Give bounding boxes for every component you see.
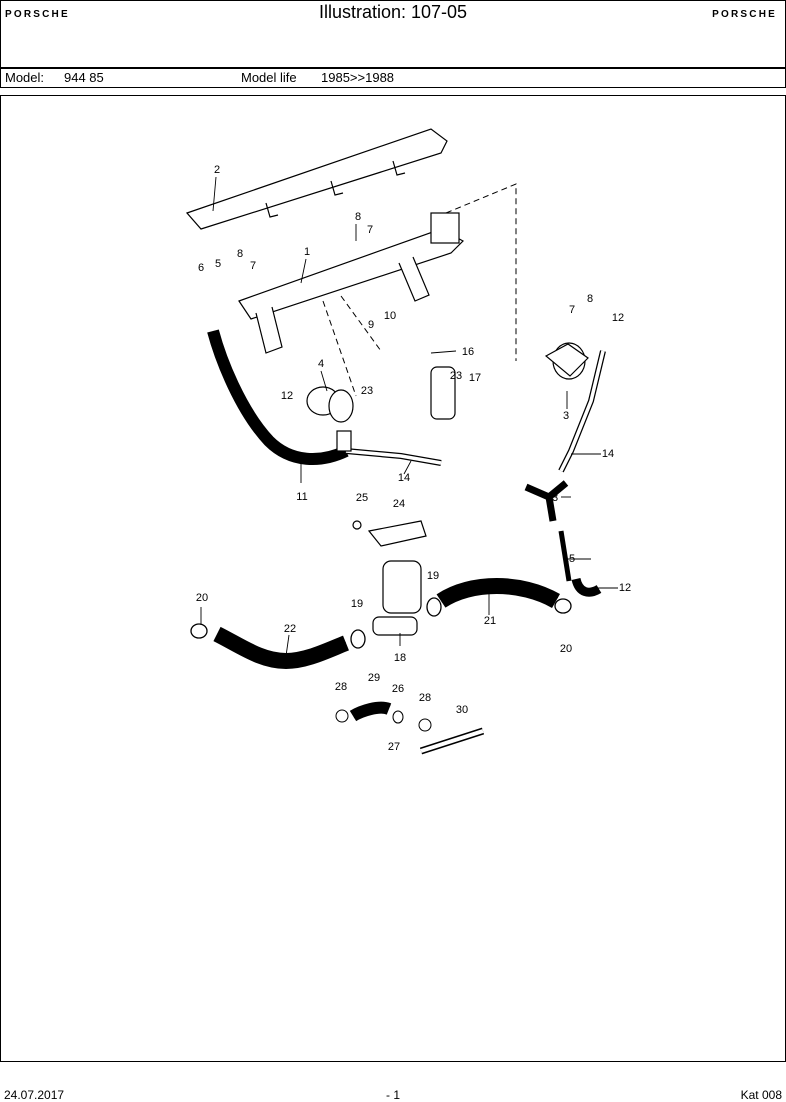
model-life-label: Model life [241,70,297,85]
pressure-regulator-part [306,386,354,452]
part-number-label: 12 [619,582,631,594]
model-value: 944 85 [64,70,104,85]
part-number-label: 29 [368,672,380,684]
part-number-label: 8 [587,293,593,305]
part-number-label: 2 [214,164,220,176]
footer-date: 24.07.2017 [4,1088,65,1102]
fuel-system-diagram: 1234567778889101112121213141415161718191… [185,128,631,755]
illustration-title: Illustration: 107-05 [318,2,468,22]
footer-page: - 1 [386,1088,401,1102]
part-number-label: 24 [393,498,405,510]
part-number-label: 19 [351,598,363,610]
part-number-label: 13 [546,492,558,504]
part-number-label: 9 [368,319,374,331]
part-number-label: 15 [563,553,575,565]
part-number-label: 30 [456,704,468,716]
part-number-label: 18 [394,652,406,664]
part-number-label: 28 [419,692,431,704]
part-number-label: 19 [427,570,439,582]
porsche-logo-left: PORSCHE [5,9,70,20]
part-number-label: 27 [388,741,400,753]
regulator-3-part [544,342,589,380]
part-number-label: 22 [284,623,296,635]
part-number-label: 16 [462,346,474,358]
part-number-label: 8 [355,211,361,223]
part-number-label: 3 [563,410,569,422]
part-number-label: 10 [384,310,396,322]
part-number-label: 23 [361,385,373,397]
part-number-label: 25 [356,492,368,504]
small-hose-set-part [335,701,485,755]
part-number-label: 6 [198,262,204,274]
porsche-logo-right: PORSCHE [712,9,777,20]
part-number-label: 11 [296,491,307,503]
fuel-rail-part [238,212,464,354]
bracket-part [352,520,427,547]
model-info-row: Model: 944 85 Model life 1985>>1988 [0,68,786,88]
part-number-label: 21 [484,615,496,627]
part-number-label: 7 [367,224,373,236]
illustration-header: PORSCHE Illustration: 107-05 PORSCHE [0,0,786,68]
part-number-label: 12 [281,390,293,402]
part-number-label: 12 [612,312,624,324]
air-hoses-part [213,578,560,670]
part-number-label: 20 [560,643,572,655]
part-number-label: 1 [304,246,310,258]
part-number-label: 28 [335,681,347,693]
fuel-hose-part [207,329,442,466]
rail-cover-part [185,128,448,230]
part-number-label: 14 [602,448,614,460]
model-label: Model: [5,70,45,85]
part-number-label: 7 [250,260,256,272]
model-life-value: 1985>>1988 [321,70,395,85]
idle-air-valve-part [372,560,422,636]
part-number-label: 20 [196,592,208,604]
injector-part [430,366,456,420]
part-number-label: 7 [569,304,575,316]
part-number-label: 8 [237,248,243,260]
part-number-label: 17 [469,372,481,384]
part-number-label: 23 [450,370,462,382]
part-number-label: 4 [318,358,324,370]
part-number-label: 26 [392,683,404,695]
part-number-label: 14 [398,472,410,484]
part-number-label: 5 [215,258,221,270]
footer-catalog: Kat 008 [740,1088,782,1102]
